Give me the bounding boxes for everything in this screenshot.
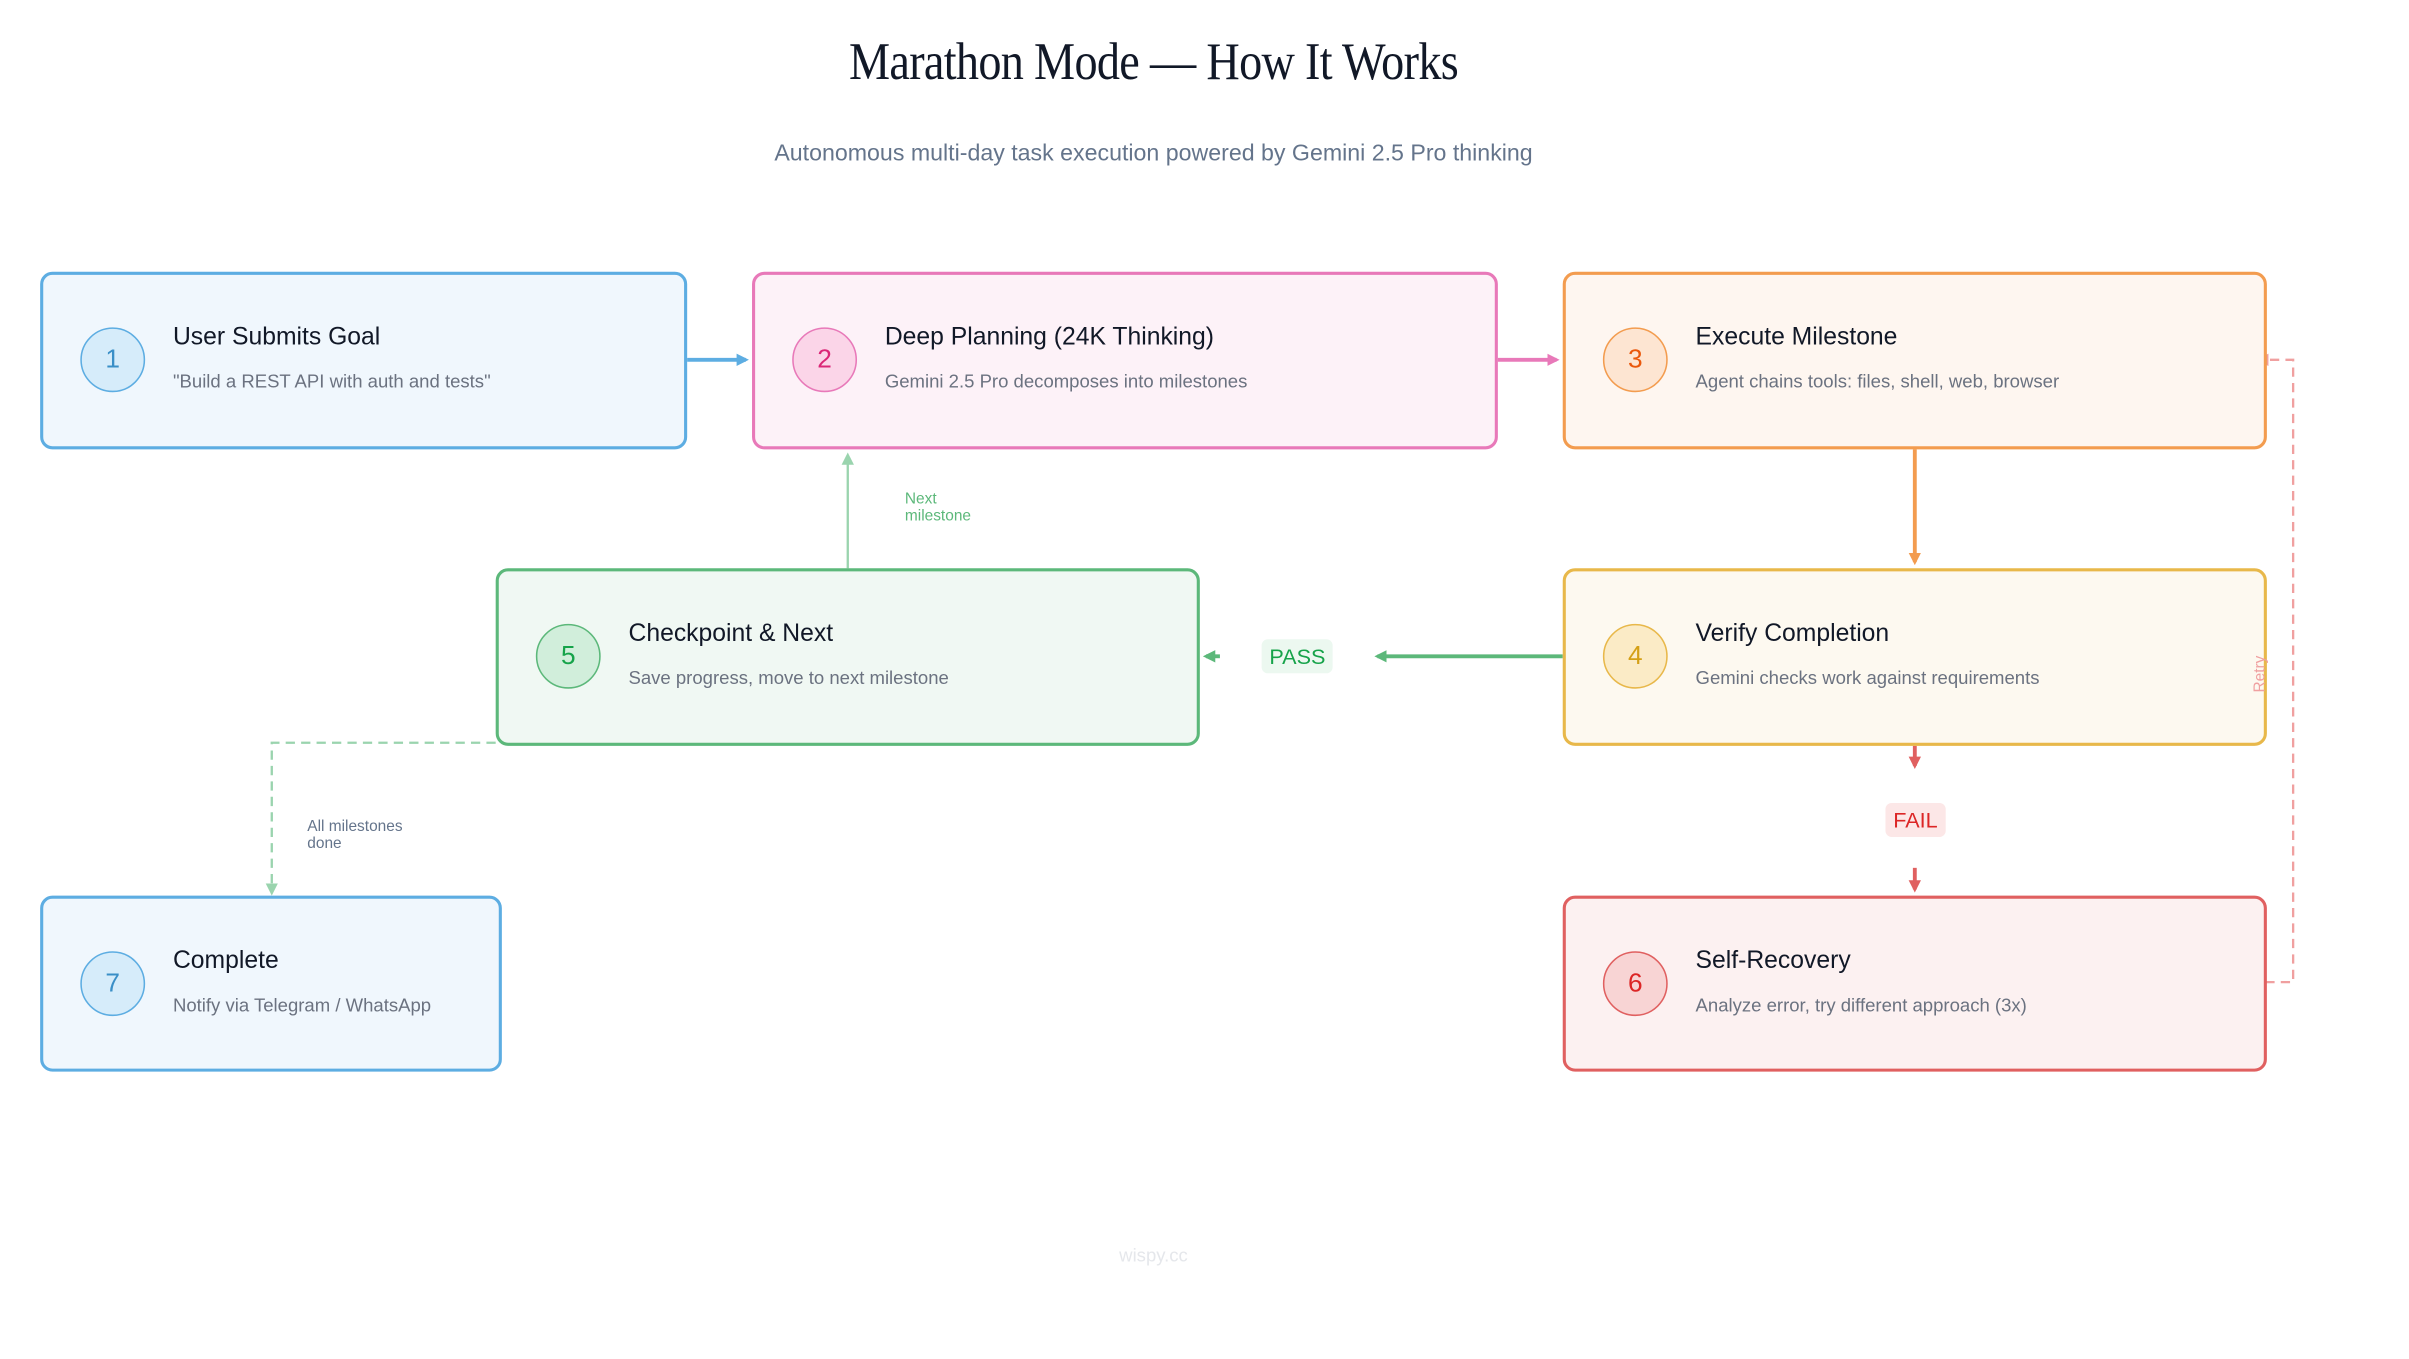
node-description: Save progress, move to next milestone bbox=[628, 667, 949, 689]
node-execute-milestone: 3 Execute Milestone Agent chains tools: … bbox=[1562, 271, 2267, 450]
all-milestones-done-note: All milestones done bbox=[307, 818, 402, 852]
step-6-badge: 6 bbox=[1602, 951, 1668, 1017]
step-4-badge: 4 bbox=[1602, 623, 1668, 689]
next-milestone-line2: milestone bbox=[904, 508, 972, 526]
node-verify-completion: 4 Verify Completion Gemini checks work a… bbox=[1562, 568, 2267, 746]
edge-checkpoint-to-complete bbox=[265, 741, 496, 896]
node-title: Self-Recovery bbox=[1695, 948, 1851, 975]
node-complete: 7 Complete Notify via Telegram / WhatsAp… bbox=[40, 895, 502, 1072]
node-title: Complete bbox=[172, 948, 279, 975]
next-milestone-line1: Next bbox=[904, 491, 937, 509]
node-deep-planning: 2 Deep Planning (24K Thinking) Gemini 2.… bbox=[752, 271, 1498, 450]
step-7-badge: 7 bbox=[80, 951, 146, 1017]
node-checkpoint-next: 5 Checkpoint & Next Save progress, move … bbox=[495, 568, 1200, 746]
all-done-line1: All milestones bbox=[307, 818, 403, 836]
diagram-subtitle: Autonomous multi-day task execution powe… bbox=[774, 140, 1533, 167]
next-milestone-note: Next milestone bbox=[905, 491, 971, 525]
node-title: Checkpoint & Next bbox=[628, 620, 834, 648]
node-description: Gemini 2.5 Pro decomposes into milestone… bbox=[884, 370, 1248, 393]
node-title: Deep Planning (24K Thinking) bbox=[884, 324, 1215, 351]
node-title: Verify Completion bbox=[1695, 620, 1890, 648]
node-user-submits-goal: 1 User Submits Goal "Build a REST API wi… bbox=[40, 271, 688, 450]
diagram-title: Marathon Mode — How It Works bbox=[848, 33, 1459, 92]
step-1-badge: 1 bbox=[80, 327, 146, 393]
step-3-badge: 3 bbox=[1602, 327, 1668, 393]
fail-label: FAIL bbox=[1885, 802, 1946, 837]
step-5-badge: 5 bbox=[535, 623, 601, 689]
node-description: Gemini checks work against requirements bbox=[1695, 667, 2040, 689]
footer-watermark: wispy.cc bbox=[1119, 1244, 1188, 1267]
node-description: Agent chains tools: files, shell, web, b… bbox=[1695, 370, 2060, 393]
all-done-line2: done bbox=[307, 835, 342, 853]
node-title: Execute Milestone bbox=[1695, 324, 1898, 351]
node-description: Analyze error, try different approach (3… bbox=[1695, 994, 2027, 1017]
node-self-recovery: 6 Self-Recovery Analyze error, try diffe… bbox=[1562, 895, 2267, 1072]
pass-label: PASS bbox=[1261, 639, 1334, 674]
node-title: User Submits Goal bbox=[172, 324, 381, 351]
node-description: "Build a REST API with auth and tests" bbox=[172, 370, 491, 393]
retry-note: Retry bbox=[2252, 655, 2270, 693]
edge-recovery-retry-to-execute bbox=[2249, 353, 2295, 984]
node-description: Notify via Telegram / WhatsApp bbox=[172, 994, 432, 1017]
step-2-badge: 2 bbox=[792, 327, 858, 393]
